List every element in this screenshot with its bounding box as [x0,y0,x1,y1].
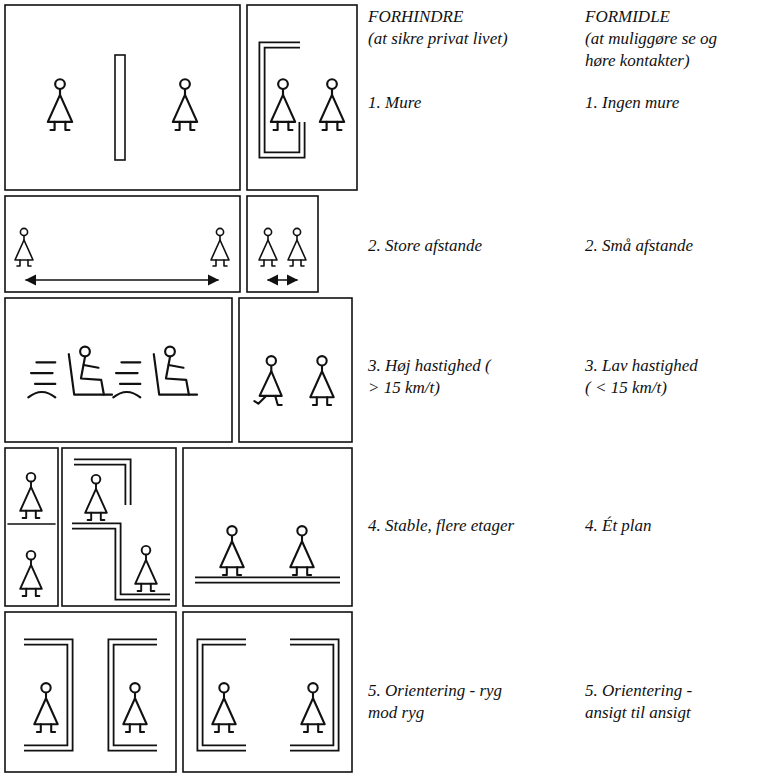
panel-frame [247,196,318,292]
principle-label: 1. Mure [368,92,578,114]
wall [200,642,246,748]
stair-floor [72,526,170,597]
wall [290,642,336,748]
principle-label: 5. Orientering - ansigt til ansigt [585,680,720,724]
panel-frame [62,448,176,606]
walking-figure [254,356,281,405]
person-figure [211,228,229,266]
floor-line [195,578,340,581]
panel-frame [5,448,58,606]
person-figure [288,228,306,266]
wall [200,642,246,748]
person-figure [123,683,146,732]
column-heading: FORMIDLE [585,6,765,28]
wall [290,642,336,748]
person-figure [212,683,235,732]
wall [115,55,125,160]
person-figure [320,79,344,130]
floor-line [8,523,55,525]
panel-frame [239,298,352,442]
distance-arrow [268,279,297,281]
panel-frame [5,196,240,292]
stair-floor [72,526,170,597]
person-figure [301,683,324,732]
principle-label: 2. Store afstande [368,235,578,257]
panel-frame [183,612,352,772]
person-figure [85,475,107,520]
column-heading: FORHINDRE [368,6,578,28]
wall [262,45,302,155]
person-figure [20,551,42,596]
person-figure [20,473,42,518]
principle-label: 4. Stable, flere etager [368,515,578,537]
principle-label: 4. Ét plan [585,515,765,537]
driver-figure [28,347,112,398]
person-figure [34,683,57,732]
principle-label: 3. Lav hastighed ( < 15 km/t) [585,355,703,399]
column-subheading: (at sikre privat livet) [368,28,578,50]
wall [24,642,70,748]
person-figure [310,356,333,405]
wall [262,45,302,155]
person-figure [290,526,313,575]
principle-label: 5. Orientering - ryg mod ryg [368,680,503,724]
driver-figure [113,347,197,398]
panel-frame [247,5,357,190]
wall [111,642,157,748]
panel-frame [183,448,352,606]
principle-label: 1. Ingen mure [585,92,765,114]
wall [24,642,70,748]
principle-label: 3. Høj hastighed ( > 15 km/t) [368,355,500,399]
wall [111,642,157,748]
panel-frame [5,5,240,190]
person-figure [220,526,243,575]
person-figure [135,546,157,591]
floor-line [195,577,340,584]
person-figure [173,79,197,130]
panel-frame [5,612,176,772]
person-figure [271,79,295,130]
column-subheading: (at muliggøre se og høre kontakter) [585,28,735,72]
principle-label: 2. Små afstande [585,235,765,257]
person-figure [48,79,72,130]
distance-arrow [26,279,218,281]
person-figure [15,228,33,266]
panel-frame [5,298,232,442]
person-figure [259,228,277,266]
